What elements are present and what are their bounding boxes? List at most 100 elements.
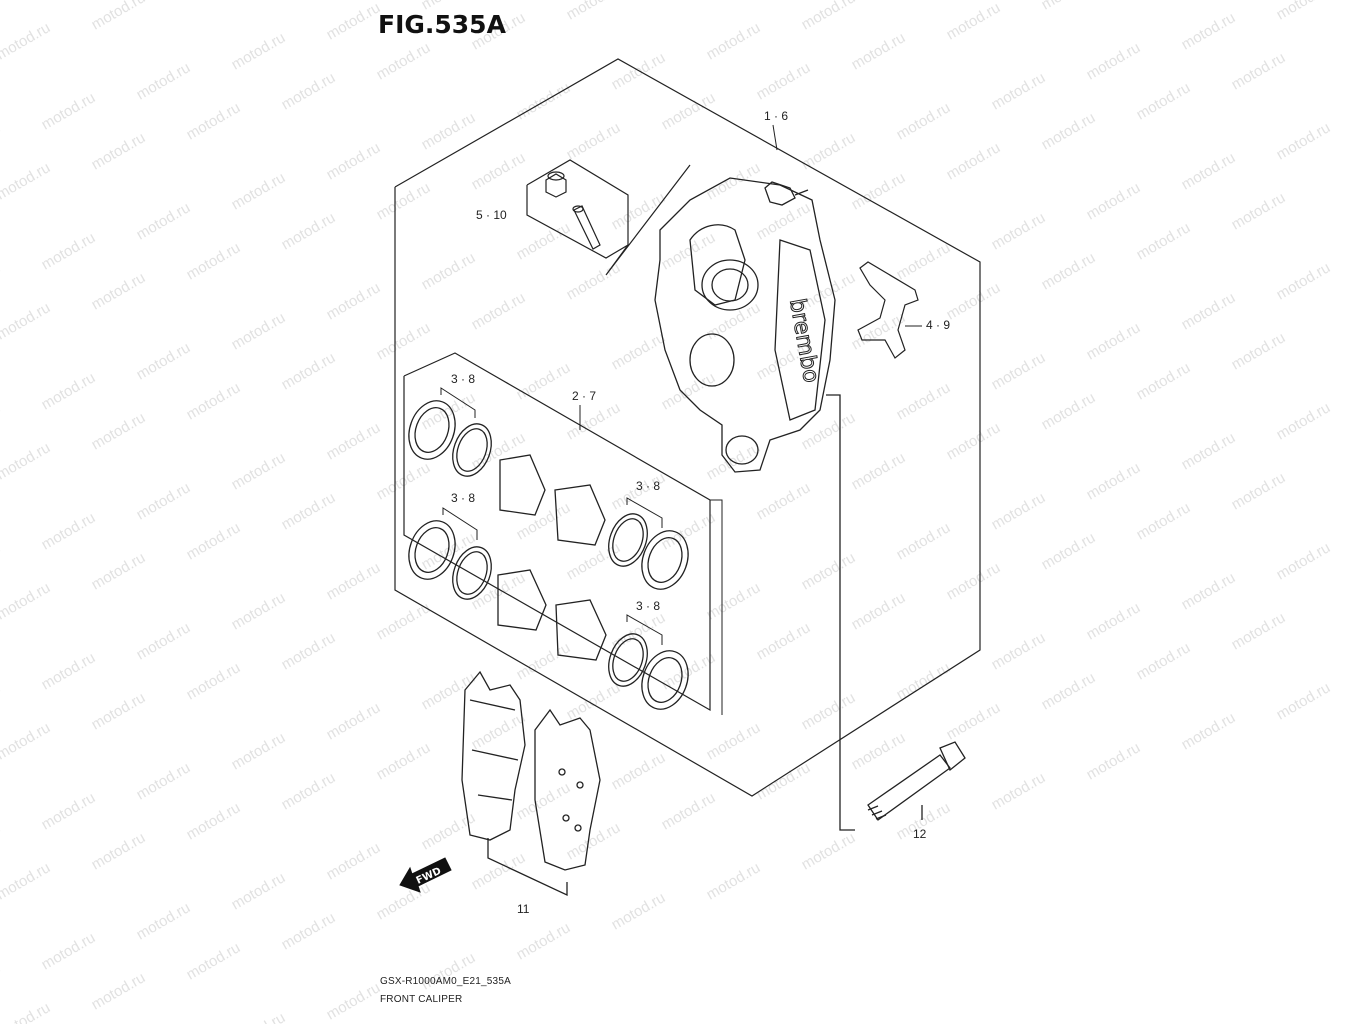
watermark-text: motod.ru	[944, 0, 1004, 43]
watermark-text: motod.ru	[229, 309, 289, 353]
watermark-text: motod.ru	[1179, 149, 1239, 193]
watermark-text: motod.ru	[1039, 0, 1099, 13]
watermark-text: motod.ru	[184, 99, 244, 143]
watermark-text: motod.ru	[134, 339, 194, 383]
part-label-3-8-a: 3 · 8	[451, 372, 475, 386]
watermark-text: motod.ru	[609, 749, 669, 793]
watermark-text: motod.ru	[0, 679, 3, 723]
watermark-text: motod.ru	[704, 579, 764, 623]
watermark-text: motod.ru	[799, 829, 859, 873]
watermark-text: motod.ru	[894, 0, 954, 3]
watermark-text: motod.ru	[754, 199, 814, 243]
watermark-text: motod.ru	[0, 859, 53, 903]
watermark-text: motod.ru	[659, 229, 719, 273]
mounting-bolt	[826, 394, 966, 831]
watermark-text: motod.ru	[609, 889, 669, 933]
part-label-3-8-d: 3 · 8	[636, 599, 660, 613]
part-label-2-7: 2 · 7	[572, 389, 596, 403]
watermark-text: motod.ru	[419, 109, 479, 153]
watermark-text: motod.ru	[1274, 259, 1334, 303]
watermark-text: motod.ru	[849, 309, 909, 353]
watermark-text: motod.ru	[89, 0, 149, 33]
watermark-text: motod.ru	[989, 69, 1049, 113]
watermark-text: motod.ru	[514, 219, 574, 263]
watermark-text: motod.ru	[754, 619, 814, 663]
part-label-12: 12	[913, 827, 927, 841]
watermark-text: motod.ru	[279, 69, 339, 113]
watermark-text: motod.ru	[1084, 39, 1144, 83]
watermark-text: motod.ru	[1039, 389, 1099, 433]
watermark-text: motod.ru	[229, 29, 289, 73]
watermark-text: motod.ru	[659, 369, 719, 413]
figure-title: FIG.535A	[378, 10, 506, 39]
watermark-text: motod.ru	[944, 139, 1004, 183]
watermark-text: motod.ru	[799, 129, 859, 173]
watermark-text: motod.ru	[754, 479, 814, 523]
watermark-text: motod.ru	[564, 0, 624, 23]
seal-leader-lines	[440, 124, 922, 715]
watermark-text: motod.ru	[1039, 669, 1099, 713]
watermark-text: motod.ru	[894, 659, 954, 703]
part-label-3-8-c: 3 · 8	[636, 479, 660, 493]
watermark-layer: motod.rumotod.rumotod.rumotod.rumotod.ru…	[0, 0, 1333, 1024]
watermark-text: motod.ru	[849, 729, 909, 773]
watermark-text: motod.ru	[229, 449, 289, 493]
watermark-text: motod.ru	[324, 0, 384, 43]
watermark-text: motod.ru	[184, 939, 244, 983]
watermark-text: motod.ru	[324, 139, 384, 183]
watermark-text: motod.ru	[894, 519, 954, 563]
watermark-text: motod.ru	[1274, 0, 1334, 23]
watermark-text: motod.ru	[374, 459, 434, 503]
watermark-text: motod.ru	[469, 289, 529, 333]
watermark-text: motod.ru	[609, 49, 669, 93]
watermark-text: motod.ru	[609, 329, 669, 373]
watermark-text: motod.ru	[514, 499, 574, 543]
watermark-text: motod.ru	[89, 829, 149, 873]
watermark-text: motod.ru	[989, 349, 1049, 393]
watermark-text: motod.ru	[229, 169, 289, 213]
watermark-text: motod.ru	[0, 959, 3, 1003]
part-label-5-10: 5 · 10	[476, 208, 507, 222]
watermark-text: motod.ru	[279, 769, 339, 813]
watermark-text: motod.ru	[39, 649, 99, 693]
watermark-text: motod.ru	[1039, 249, 1099, 293]
watermark-text: motod.ru	[469, 849, 529, 893]
watermark-text: motod.ru	[89, 549, 149, 593]
watermark-text: motod.ru	[229, 729, 289, 773]
watermark-text: motod.ru	[1134, 499, 1194, 543]
watermark-text: motod.ru	[514, 359, 574, 403]
watermark-text: motod.ru	[374, 739, 434, 783]
caliper-body	[654, 177, 836, 473]
watermark-text: motod.ru	[894, 99, 954, 143]
watermark-text: motod.ru	[0, 119, 3, 163]
watermark-text: motod.ru	[1039, 109, 1099, 153]
watermark-text: motod.ru	[1229, 469, 1289, 513]
watermark-text: motod.ru	[704, 719, 764, 763]
watermark-text: motod.ru	[989, 769, 1049, 813]
watermark-text: motod.ru	[1179, 9, 1239, 53]
watermark-text: motod.ru	[324, 699, 384, 743]
watermark-text: motod.ru	[0, 539, 3, 583]
watermark-text: motod.ru	[849, 589, 909, 633]
watermark-text: motod.ru	[894, 239, 954, 283]
watermark-text: motod.ru	[704, 859, 764, 903]
watermark-text: motod.ru	[514, 639, 574, 683]
watermark-text: motod.ru	[989, 489, 1049, 533]
part-label-1-6: 1 · 6	[764, 109, 788, 123]
watermark-text: motod.ru	[0, 579, 53, 623]
watermark-text: motod.ru	[944, 559, 1004, 603]
watermark-text: motod.ru	[39, 789, 99, 833]
watermark-text: motod.ru	[514, 919, 574, 963]
watermark-text: motod.ru	[659, 789, 719, 833]
footer-code: GSX-R1000AM0_E21_535A	[380, 976, 511, 987]
watermark-text: motod.ru	[0, 819, 3, 863]
watermark-text: motod.ru	[799, 689, 859, 733]
watermark-text: motod.ru	[1229, 329, 1289, 373]
watermark-text: motod.ru	[469, 149, 529, 193]
watermark-text: motod.ru	[1134, 79, 1194, 123]
watermark-text: motod.ru	[39, 509, 99, 553]
watermark-text: motod.ru	[659, 89, 719, 133]
watermark-text: motod.ru	[229, 869, 289, 913]
watermark-text: motod.ru	[1084, 179, 1144, 223]
